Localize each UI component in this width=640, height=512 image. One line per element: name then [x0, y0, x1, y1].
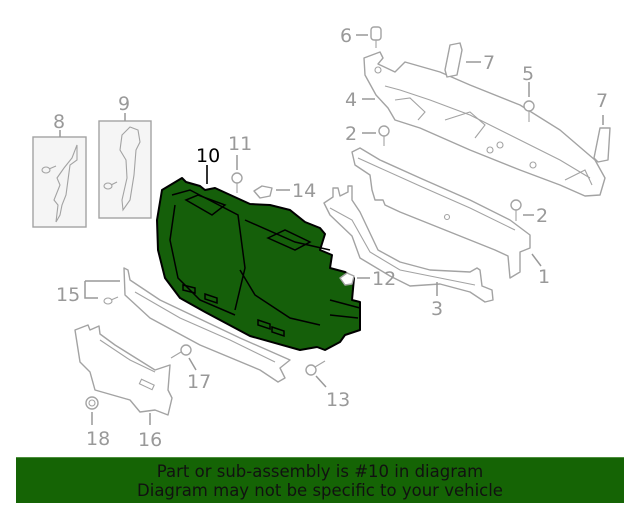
part-8-box[interactable]: [32, 136, 87, 228]
label-4[interactable]: 4: [345, 89, 357, 111]
part-3-lower-tie-bar[interactable]: [323, 185, 494, 303]
label-10[interactable]: 10: [196, 145, 220, 167]
label-12[interactable]: 12: [372, 268, 396, 290]
label-18[interactable]: 18: [86, 428, 110, 450]
label-11[interactable]: 11: [228, 133, 252, 155]
fastener-2-left[interactable]: [378, 125, 390, 146]
label-3[interactable]: 3: [431, 298, 443, 320]
fastener-6[interactable]: [370, 26, 382, 48]
label-6[interactable]: 6: [340, 25, 352, 47]
part-15-bracket[interactable]: [103, 267, 291, 383]
part-7-left-seal[interactable]: [444, 42, 463, 78]
part-info-banner: Part or sub-assembly is #10 in diagram D…: [16, 457, 624, 503]
label-9[interactable]: 9: [118, 93, 130, 115]
part-10-radiator-support-highlighted[interactable]: [156, 177, 361, 351]
part-7-right-seal[interactable]: [593, 127, 611, 163]
label-13[interactable]: 13: [326, 389, 350, 411]
part-16-deflector[interactable]: [74, 324, 173, 416]
part-1-upper-tie-bar[interactable]: [351, 147, 531, 279]
label-2b[interactable]: 2: [536, 205, 548, 227]
fastener-17[interactable]: [170, 344, 192, 359]
label-2a[interactable]: 2: [345, 123, 357, 145]
label-1[interactable]: 1: [538, 266, 550, 288]
clip-12[interactable]: [339, 272, 355, 286]
label-5[interactable]: 5: [522, 63, 534, 85]
banner-line-1: Part or sub-assembly is #10 in diagram: [156, 461, 484, 481]
fastener-13[interactable]: [305, 360, 326, 376]
label-7a[interactable]: 7: [483, 52, 495, 74]
label-14[interactable]: 14: [292, 180, 316, 202]
banner-line-2: Diagram may not be specific to your vehi…: [137, 480, 503, 500]
label-7b[interactable]: 7: [596, 90, 608, 112]
fastener-2-right[interactable]: [510, 199, 522, 221]
callout-labels: 6 7 5 7 4 2 2 1 3 12 14 11 10 8 9 15 17 …: [53, 25, 608, 451]
clip-14[interactable]: [253, 185, 273, 199]
label-15[interactable]: 15: [56, 284, 80, 306]
label-16[interactable]: 16: [138, 429, 162, 451]
leader-lines: [59, 34, 604, 425]
label-8[interactable]: 8: [53, 111, 65, 133]
fastener-11[interactable]: [231, 172, 243, 193]
nut-18[interactable]: [85, 396, 99, 410]
label-17[interactable]: 17: [187, 371, 211, 393]
part-4-radiator-cover[interactable]: [363, 51, 606, 197]
fastener-5[interactable]: [523, 100, 535, 122]
part-9-box[interactable]: [98, 120, 152, 219]
parts-diagram: 6 7 5 7 4 2 2 1 3 12 14 11 10 8 9 15 17 …: [32, 25, 611, 451]
